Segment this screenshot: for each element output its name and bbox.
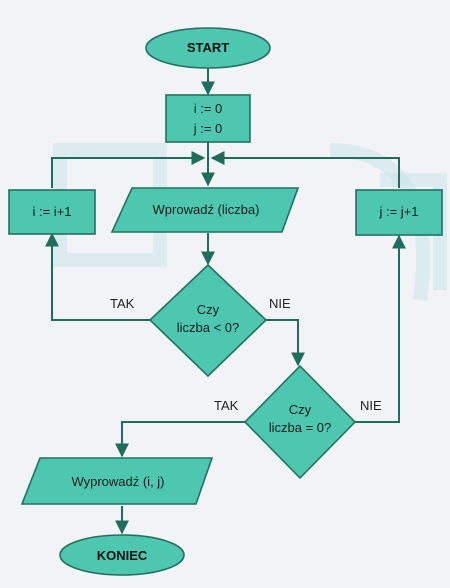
edge-label-cond2-yes: TAK <box>214 398 239 413</box>
inc-i-label: i := i+1 <box>32 204 71 219</box>
init-process: i := 0 j := 0 <box>165 94 251 143</box>
connectors <box>45 68 406 535</box>
connector-cond2-yes <box>115 421 245 458</box>
decision-2-line2: liczba = 0? <box>269 420 332 435</box>
init-line2: j := 0 <box>193 121 223 136</box>
connector-inc-j-loop <box>210 151 400 188</box>
output-label: Wyprowadź (i, j) <box>71 474 164 489</box>
inc-j-process: j := j+1 <box>355 189 443 236</box>
input-label: Wprowadź (liczba) <box>153 202 260 217</box>
connector-cond2-no <box>355 234 406 423</box>
connector-cond1-no <box>266 319 305 367</box>
inc-i-process: i := i+1 <box>8 189 96 235</box>
input-parallelogram: Wprowadź (liczba) <box>110 187 300 233</box>
connector-inc-i-loop <box>51 151 206 188</box>
decision-2-line1: Czy <box>289 402 312 417</box>
edge-label-cond1-no: NIE <box>269 296 291 311</box>
decision-1-line2: liczba < 0? <box>177 320 240 335</box>
init-line1: i := 0 <box>194 101 223 116</box>
decision-1: Czy liczba < 0? <box>148 263 268 378</box>
edge-label-cond1-yes: TAK <box>110 296 135 311</box>
output-parallelogram: Wyprowadź (i, j) <box>20 457 214 505</box>
end-terminator: KONIEC <box>59 534 185 576</box>
connector-cond1-yes <box>45 232 150 321</box>
edge-label-cond2-no: NIE <box>360 398 382 413</box>
decision-1-line1: Czy <box>197 302 220 317</box>
end-label: KONIEC <box>97 548 148 563</box>
start-label: START <box>187 40 229 55</box>
inc-j-label: j := j+1 <box>378 204 418 219</box>
decision-2: Czy liczba = 0? <box>243 364 357 480</box>
start-terminator: START <box>145 27 271 69</box>
